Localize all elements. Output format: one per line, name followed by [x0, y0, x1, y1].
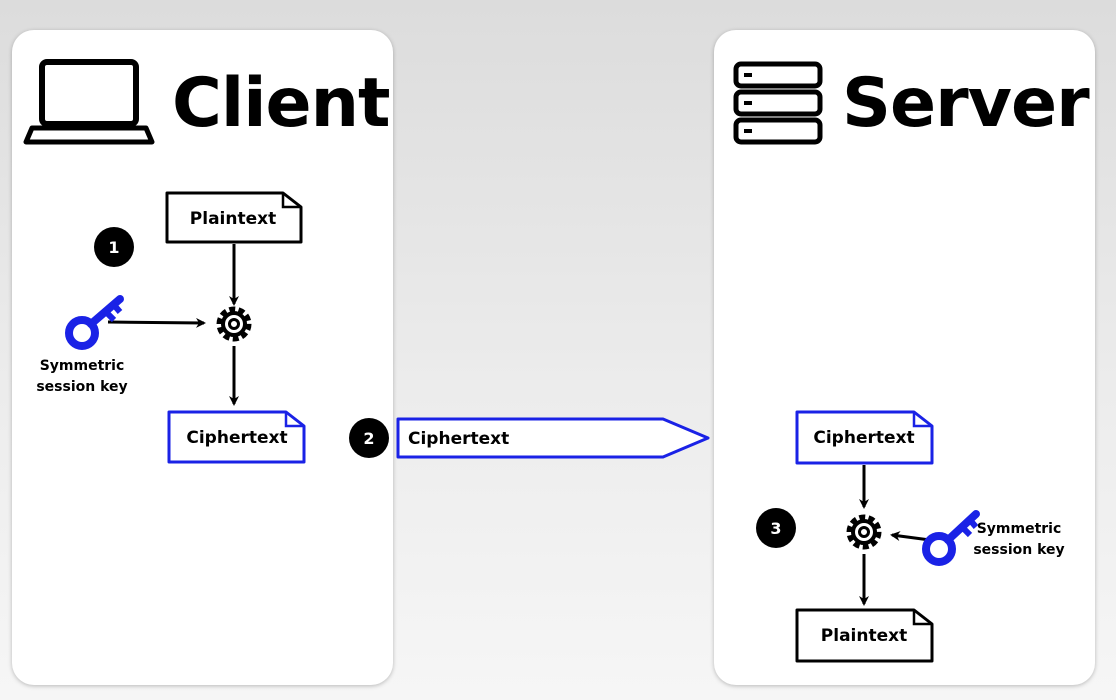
- arrow-key-to-server-gear: [890, 531, 931, 542]
- arrow-key-to-gear: [107, 317, 206, 328]
- svg-text:1: 1: [108, 238, 119, 257]
- client-ciphertext-doc: Ciphertext: [167, 410, 306, 464]
- server-icon: [733, 61, 823, 145]
- gear-icon: [219, 309, 249, 339]
- server-plaintext-label: Plaintext: [821, 626, 907, 646]
- svg-text:3: 3: [770, 519, 781, 538]
- client-plaintext-doc: Plaintext: [165, 191, 303, 244]
- step-2-badge: 2: [349, 418, 389, 458]
- server-ciphertext-label: Ciphertext: [813, 428, 914, 448]
- client-key-label-line2: session key: [36, 379, 127, 395]
- server-key-label-line2: session key: [973, 542, 1064, 558]
- step-3-badge: 3: [756, 508, 796, 548]
- server-key-label-line1: Symmetric: [977, 521, 1062, 537]
- client-panel: [12, 30, 393, 685]
- server-plaintext-doc: Plaintext: [795, 608, 934, 663]
- key-icon: [922, 510, 980, 566]
- client-plaintext-label: Plaintext: [190, 209, 276, 229]
- laptop-icon: [23, 59, 155, 145]
- svg-text:2: 2: [363, 429, 374, 448]
- client-ciphertext-label: Ciphertext: [186, 428, 287, 448]
- key-icon: [65, 295, 124, 350]
- server-panel: [714, 30, 1095, 685]
- client-key-label-line1: Symmetric: [40, 358, 125, 374]
- client-title: Client: [172, 64, 391, 143]
- server-title: Server: [842, 64, 1090, 143]
- gear-icon: [849, 517, 879, 547]
- step-1-badge: 1: [94, 227, 134, 267]
- server-ciphertext-doc: Ciphertext: [795, 410, 934, 465]
- transfer-ciphertext-arrow: Ciphertext: [396, 417, 710, 459]
- transfer-ciphertext-label: Ciphertext: [408, 429, 509, 449]
